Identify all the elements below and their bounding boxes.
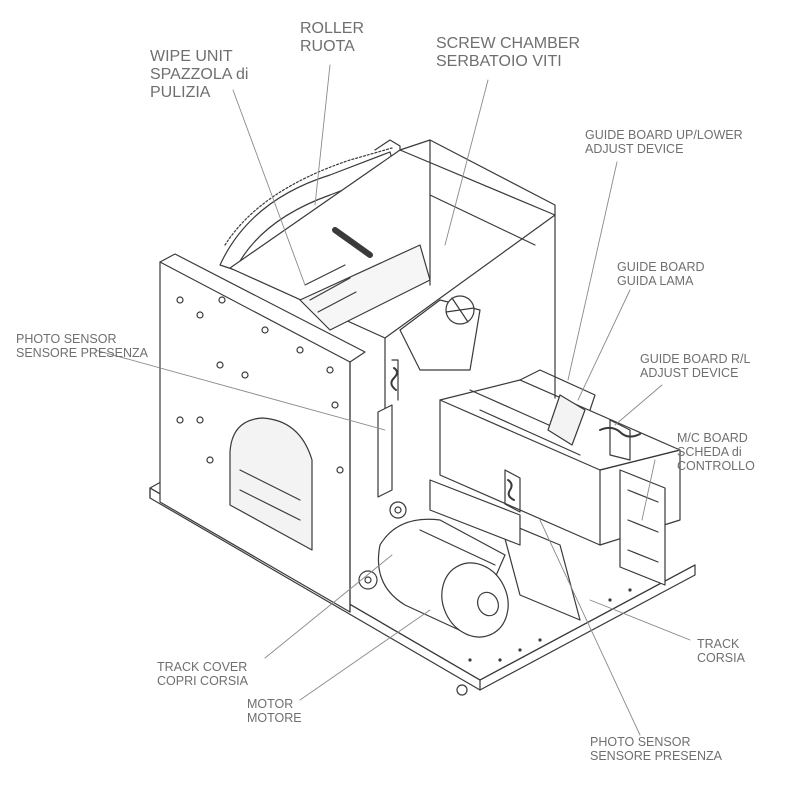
photo-sensor-post: [377, 359, 407, 519]
leader-lines: [94, 64, 691, 736]
label-wipe-unit: WIPE UNIT SPAZZOLA di PULIZIA: [150, 48, 249, 101]
motor: [358, 518, 509, 638]
label-guide-board-up-lower: GUIDE BOARD UP/LOWER ADJUST DEVICE: [585, 128, 743, 156]
label-track-cover: TRACK COVER COPRI CORSIA: [157, 660, 248, 688]
label-roller: ROLLER RUOTA: [300, 20, 365, 55]
left-side-frame: [159, 253, 366, 613]
track: [429, 469, 581, 621]
label-photo-sensor-bottom: PHOTO SENSOR SENSORE PRESENZA: [590, 735, 722, 763]
mc-board: [619, 469, 666, 586]
screw-chamber-box: [229, 139, 556, 411]
label-screw-chamber: SCREW CHAMBER SERBATOIO VITI: [436, 35, 581, 70]
label-guide-board: GUIDE BOARD GUIDA LAMA: [617, 260, 705, 288]
base-plate: [149, 477, 696, 696]
label-track: TRACK CORSIA: [697, 637, 745, 665]
label-motor: MOTOR MOTORE: [247, 697, 302, 725]
label-mc-board: M/C BOARD SCHEDA di CONTROLLO: [677, 431, 755, 473]
label-guide-board-rl: GUIDE BOARD R/L ADJUST DEVICE: [640, 352, 751, 380]
guide-rail-assembly: [399, 295, 681, 546]
label-photo-sensor-left: PHOTO SENSOR SENSORE PRESENZA: [16, 332, 148, 360]
